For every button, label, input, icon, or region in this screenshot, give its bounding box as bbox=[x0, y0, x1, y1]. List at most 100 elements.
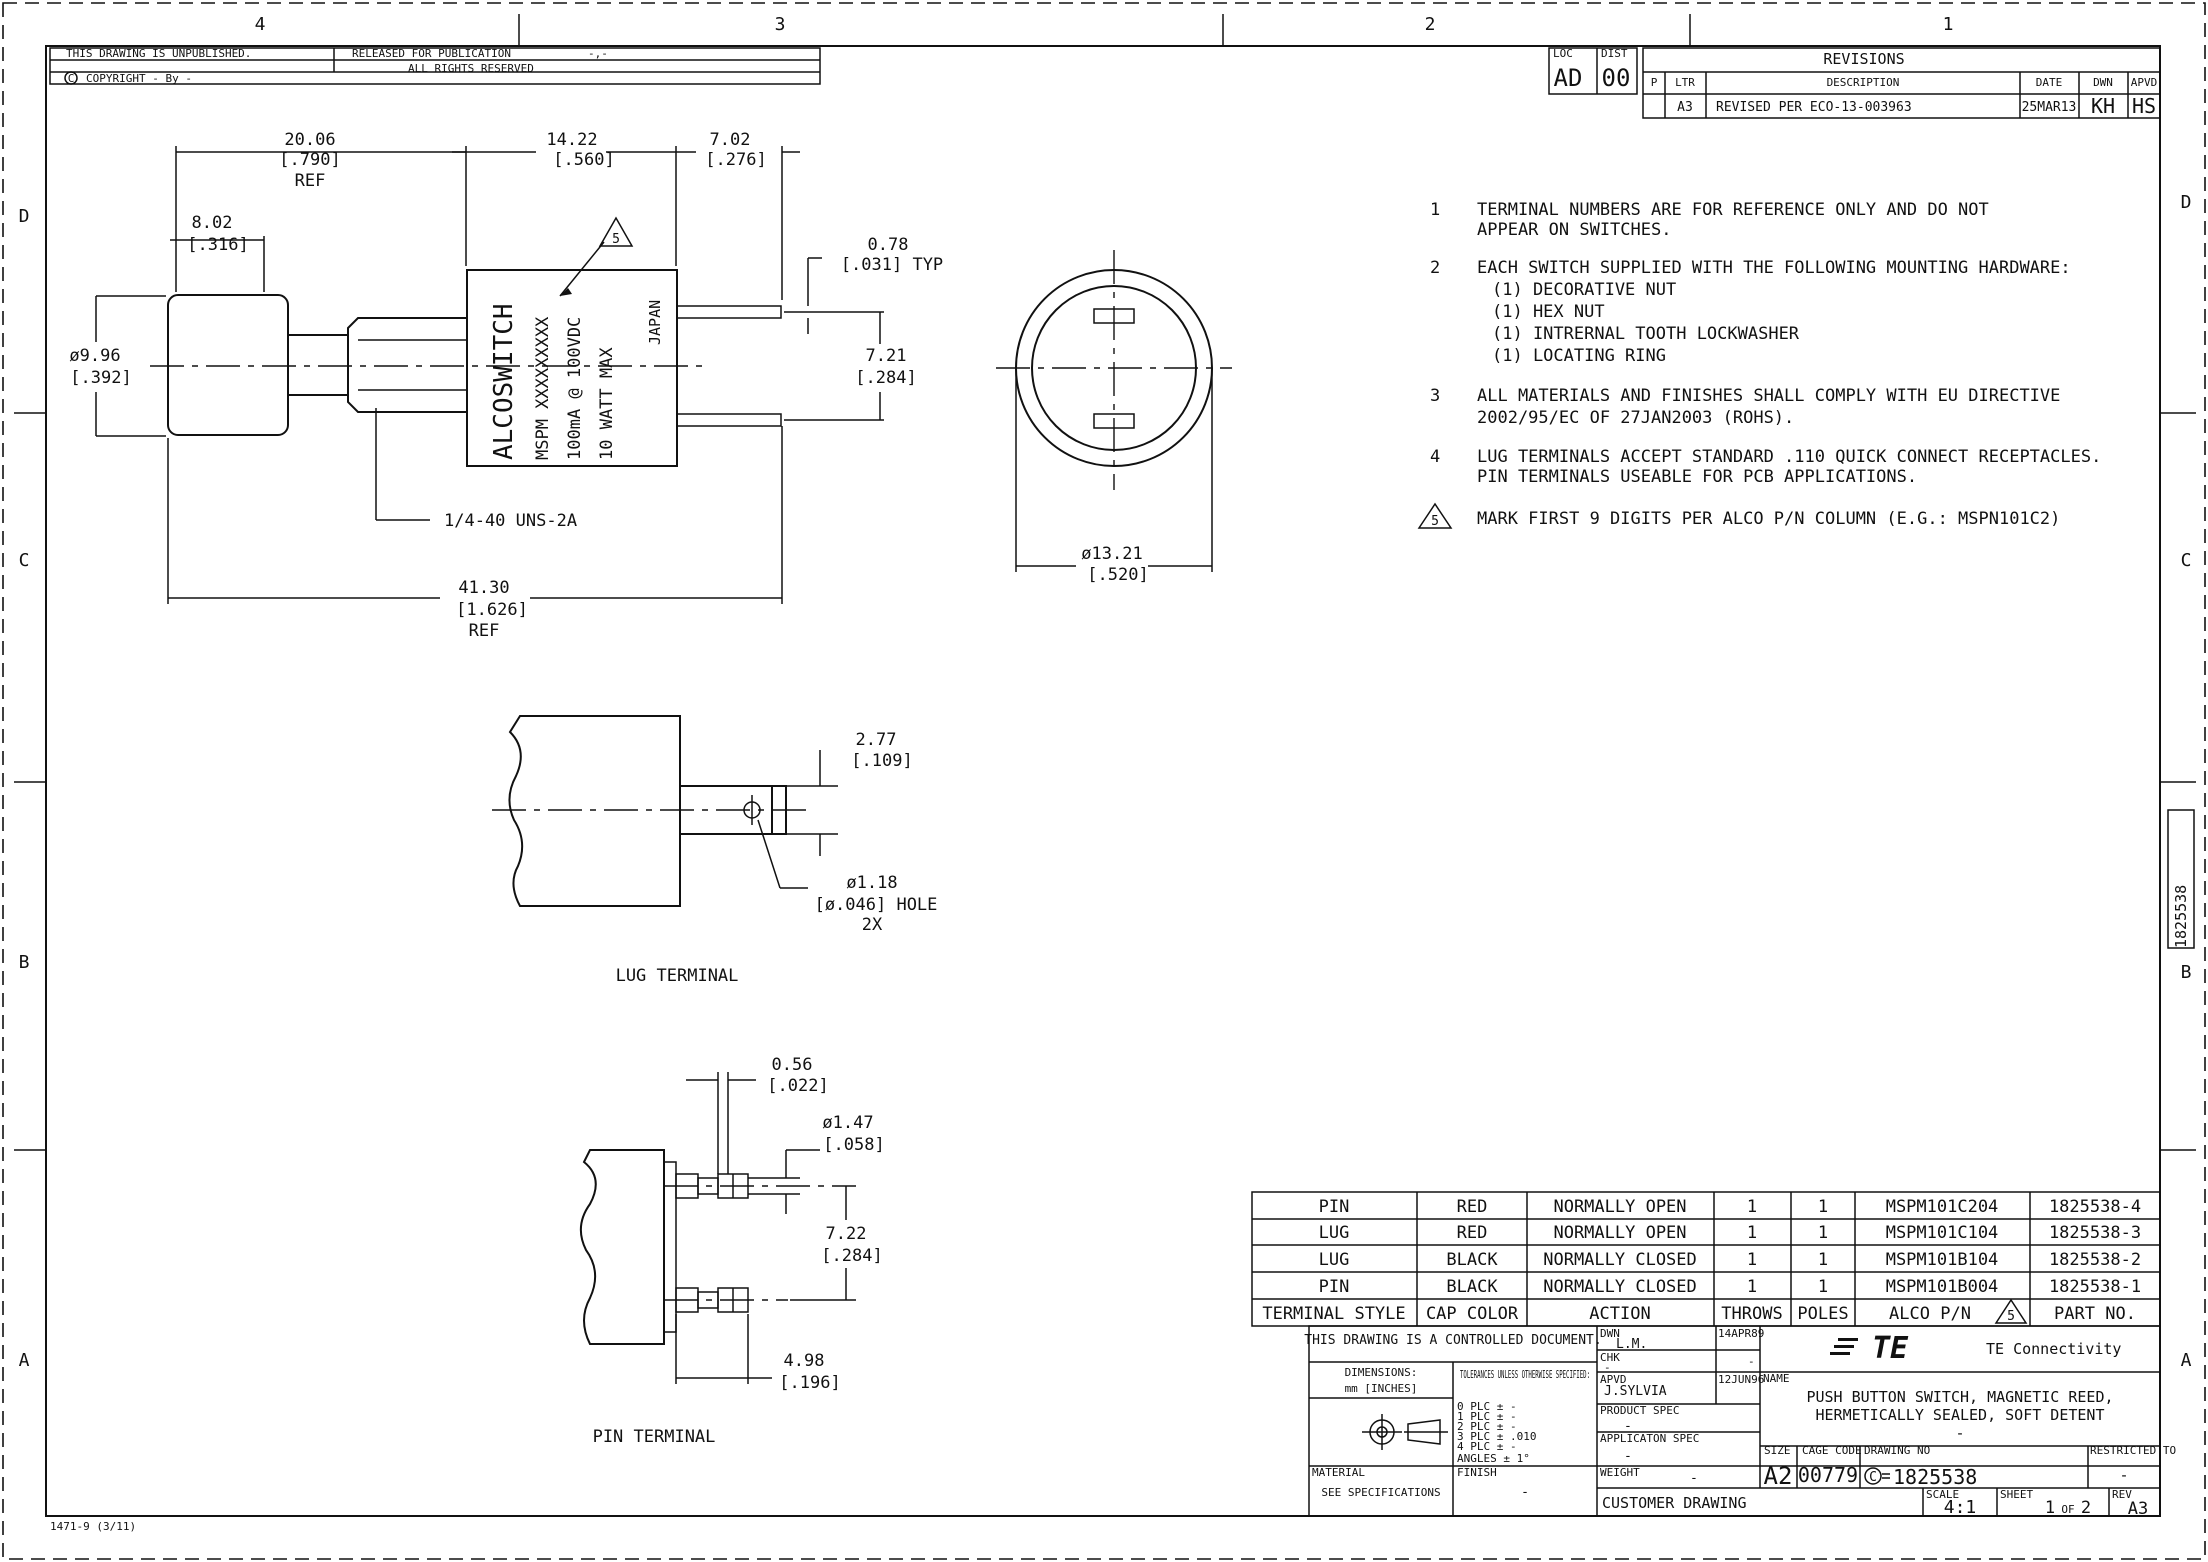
zone-row-d-left: D bbox=[19, 206, 30, 227]
dim-41-30-ref: REF bbox=[469, 621, 500, 641]
parts-header-alco: ALCO P/N bbox=[1889, 1304, 1971, 1324]
name-label: NAME bbox=[1763, 1372, 1790, 1385]
loc-value: AD bbox=[1554, 64, 1583, 92]
marking-part: MSPM XXXXXXXXX bbox=[533, 316, 553, 460]
dim-20-06: 20.06 bbox=[284, 130, 335, 150]
rev-header-dwn: DWN bbox=[2093, 76, 2113, 89]
note-2-line-4: (1) INTRERNAL TOOTH LOCKWASHER bbox=[1492, 324, 1800, 344]
tolerance-4-plc: 4 PLC ± - bbox=[1457, 1440, 1517, 1453]
alco-flag-triangle bbox=[1994, 1298, 2028, 1324]
drawing-no-symbol: C bbox=[1869, 1470, 1877, 1485]
application-spec-label: APPLICATON SPEC bbox=[1600, 1432, 1699, 1445]
parts-row-3-action: NORMALLY CLOSED bbox=[1543, 1250, 1697, 1270]
zone-ticks bbox=[14, 14, 2196, 1151]
product-spec-label: PRODUCT SPEC bbox=[1600, 1404, 1679, 1417]
parts-header-part: PART NO. bbox=[2054, 1304, 2136, 1324]
rev-header-description: DESCRIPTION bbox=[1827, 76, 1900, 89]
parts-row-3-part: 1825538-2 bbox=[2049, 1250, 2141, 1270]
te-logo: TE bbox=[1830, 1331, 1909, 1366]
title-line-2: HERMETICALLY SEALED, SOFT DETENT bbox=[1816, 1406, 2105, 1424]
note-2-line-1: EACH SWITCH SUPPLIED WITH THE FOLLOWING … bbox=[1477, 258, 2071, 278]
controlled-document-note: THIS DRAWING IS A CONTROLLED DOCUMENT. bbox=[1304, 1333, 1601, 1348]
dim-7-21-inch: [.284] bbox=[855, 368, 916, 388]
scale-value: 4:1 bbox=[1944, 1497, 1977, 1518]
header-block: THIS DRAWING IS UNPUBLISHED. RELEASED FO… bbox=[49, 47, 821, 85]
dim-4-98-inch: [.196] bbox=[779, 1373, 840, 1393]
tolerance-3-plc: 3 PLC ± .010 bbox=[1457, 1430, 1536, 1443]
side-view-body bbox=[466, 269, 678, 467]
drawing-no-label: DRAWING NO bbox=[1864, 1444, 1930, 1457]
dim-0-78: 0.78 bbox=[868, 235, 909, 255]
parts-header-poles: POLES bbox=[1797, 1304, 1848, 1324]
restricted-to-label: RESTRICTED TO bbox=[2090, 1444, 2176, 1457]
note-2-line-2: (1) DECORATIVE NUT bbox=[1492, 280, 1676, 300]
sheet-value: 1 bbox=[2045, 1498, 2055, 1518]
title-line-1: PUSH BUTTON SWITCH, MAGNETIC REED, bbox=[1806, 1388, 2113, 1406]
zone-row-d-right: D bbox=[2181, 192, 2192, 213]
dim-14-22-inch: [.560] bbox=[553, 150, 614, 170]
note-5-number: 5 bbox=[1431, 514, 1439, 529]
dim-41-30: 41.30 bbox=[458, 578, 509, 598]
dim-8-02-inch: [.316] bbox=[187, 235, 248, 255]
dim-dia-1-47-inch: [.058] bbox=[823, 1135, 884, 1155]
rev-ltr: A3 bbox=[1677, 100, 1693, 115]
dwn-date: 14APR89 bbox=[1718, 1327, 1764, 1340]
side-view-cap bbox=[167, 294, 289, 436]
parts-row-3-terminal: LUG bbox=[1319, 1250, 1350, 1270]
copyright-circle bbox=[64, 71, 78, 85]
sheet-total: 2 bbox=[2081, 1498, 2091, 1518]
rev-header-date: DATE bbox=[2036, 76, 2063, 89]
rev-date: 25MAR13 bbox=[2022, 100, 2077, 115]
side-view: ALCOSWITCH MSPM XXXXXXXXX 100mA @ 100VDC… bbox=[69, 130, 943, 641]
parts-row-3-color: BLACK bbox=[1446, 1250, 1498, 1270]
marking-flag-number: 5 bbox=[612, 232, 620, 247]
chk-date: - bbox=[1748, 1355, 1755, 1368]
tolerance-1-plc: 1 PLC ± - bbox=[1457, 1410, 1517, 1423]
restricted-to-value: - bbox=[2119, 1466, 2128, 1484]
tolerance-2-plc: 2 PLC ± - bbox=[1457, 1420, 1517, 1433]
note-3-number: 3 bbox=[1430, 386, 1440, 406]
parts-row-4-terminal: PIN bbox=[1319, 1277, 1350, 1297]
note-2-number: 2 bbox=[1430, 258, 1440, 278]
apvd-label: APVD bbox=[1600, 1373, 1627, 1386]
note-2-line-3: (1) HEX NUT bbox=[1492, 302, 1605, 322]
drawing-no-value: 1825538 bbox=[1893, 1465, 1977, 1489]
te-logo-text: TE bbox=[1872, 1331, 1909, 1366]
parts-row-1-color: RED bbox=[1457, 1197, 1488, 1217]
side-tab bbox=[2167, 809, 2195, 949]
zone-row-c-left: C bbox=[19, 550, 30, 571]
finish-value: - bbox=[1521, 1485, 1529, 1500]
sheet-label: SHEET bbox=[2000, 1488, 2033, 1501]
apvd-date: 12JUN96 bbox=[1718, 1373, 1764, 1386]
dim-20-06-ref: REF bbox=[295, 171, 326, 191]
note-1-line-1: TERMINAL NUMBERS ARE FOR REFERENCE ONLY … bbox=[1477, 200, 1989, 220]
title-block: THIS DRAWING IS A CONTROLLED DOCUMENT. D… bbox=[1304, 1325, 2176, 1519]
title-line-3: - bbox=[1955, 1424, 1964, 1442]
parts-row-1-throws: 1 bbox=[1747, 1197, 1757, 1217]
end-view-terminal-top bbox=[1093, 308, 1135, 324]
thread-callout: 1/4-40 UNS-2A bbox=[444, 511, 577, 531]
note-4-number: 4 bbox=[1430, 447, 1440, 467]
note-2-line-5: (1) LOCATING RING bbox=[1492, 346, 1666, 366]
dist-value: 00 bbox=[1602, 64, 1631, 92]
side-view-terminal-bottom bbox=[676, 413, 782, 427]
parts-header-terminal: TERMINAL STYLE bbox=[1262, 1304, 1405, 1324]
parts-row-1-terminal: PIN bbox=[1319, 1197, 1350, 1217]
unpublished-note: THIS DRAWING IS UNPUBLISHED. bbox=[66, 47, 251, 60]
pin-terminal-view: 0.56 [.022] ø1.47 [.058] 7.22 [.284] 4.9… bbox=[579, 1055, 885, 1447]
material-label: MATERIAL bbox=[1312, 1466, 1365, 1479]
zone-col-4: 4 bbox=[255, 14, 266, 35]
rev-description: REVISED PER ECO-13-003963 bbox=[1716, 100, 1912, 115]
dim-dia-9-96-inch: [.392] bbox=[70, 368, 131, 388]
dim-41-30-inch: [1.626] bbox=[456, 600, 528, 620]
parts-row-2-throws: 1 bbox=[1747, 1223, 1757, 1243]
lug-body bbox=[508, 715, 681, 907]
third-angle-projection-symbol bbox=[1362, 1414, 1448, 1450]
copyright-symbol: C bbox=[68, 72, 75, 85]
parts-row-3-poles: 1 bbox=[1818, 1250, 1828, 1270]
pin-flange bbox=[663, 1161, 677, 1333]
dist-label: DIST bbox=[1601, 47, 1628, 60]
dim-dia-1-18-hole: [ø.046] HOLE bbox=[815, 895, 938, 915]
lug-terminal-view: 2.77 [.109] ø1.18 [ø.046] HOLE 2X LUG TE… bbox=[492, 715, 938, 986]
parts-row-4-part: 1825538-1 bbox=[2049, 1277, 2141, 1297]
